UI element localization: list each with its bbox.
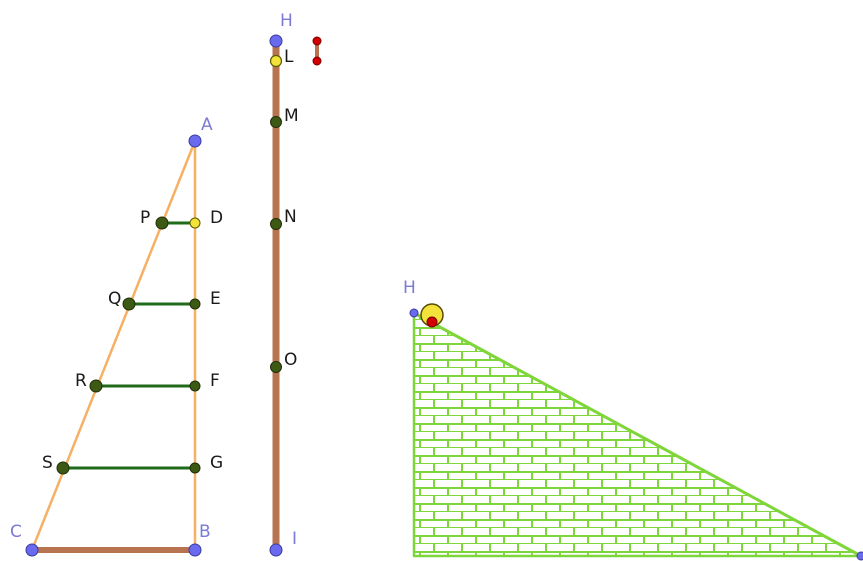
point-triangle-bottom-right[interactable] (856, 551, 863, 561)
label-a: A (201, 115, 213, 135)
point-n[interactable] (270, 218, 282, 230)
point-g[interactable] (189, 462, 201, 474)
label-h-bar: H (280, 11, 293, 31)
label-h-triangle: H (403, 278, 416, 298)
label-c: C (10, 522, 22, 542)
ball-red[interactable] (426, 316, 438, 328)
point-d[interactable] (189, 217, 201, 229)
point-i[interactable] (269, 543, 283, 557)
label-g: G (210, 453, 223, 473)
point-q[interactable] (122, 297, 136, 311)
point-l[interactable] (269, 54, 283, 68)
label-q: Q (108, 289, 121, 309)
label-o: O (284, 350, 297, 370)
brick-triangle-figure: H (403, 278, 863, 561)
label-f: F (210, 371, 220, 391)
point-f[interactable] (189, 380, 201, 392)
point-m[interactable] (270, 116, 282, 128)
label-s: S (42, 453, 53, 473)
point-r[interactable] (89, 379, 103, 393)
segment-a-c[interactable] (30, 140, 197, 551)
point-e[interactable] (189, 298, 201, 310)
label-e: E (210, 289, 221, 309)
label-l: L (284, 47, 294, 67)
label-d: D (210, 208, 223, 228)
point-o[interactable] (270, 361, 282, 373)
label-r: R (75, 371, 87, 391)
left-triangle-figure: A C B D E F G P Q R S (10, 115, 223, 557)
point-red-bottom[interactable] (312, 56, 322, 66)
label-p: P (140, 208, 150, 228)
point-a[interactable] (188, 134, 202, 148)
label-n: N (284, 207, 297, 227)
point-p[interactable] (155, 216, 169, 230)
point-s[interactable] (56, 461, 70, 475)
point-red-top[interactable] (312, 36, 322, 46)
point-h-triangle[interactable] (409, 308, 419, 318)
vertical-bar-figure: H L M N O I (269, 11, 322, 557)
label-m: M (284, 106, 299, 126)
label-i: I (292, 529, 297, 549)
point-b[interactable] (188, 543, 202, 557)
label-b: B (199, 522, 211, 542)
brick-triangle-hypotenuse (413, 311, 862, 558)
point-h-bar[interactable] (269, 34, 283, 48)
point-c[interactable] (25, 543, 39, 557)
